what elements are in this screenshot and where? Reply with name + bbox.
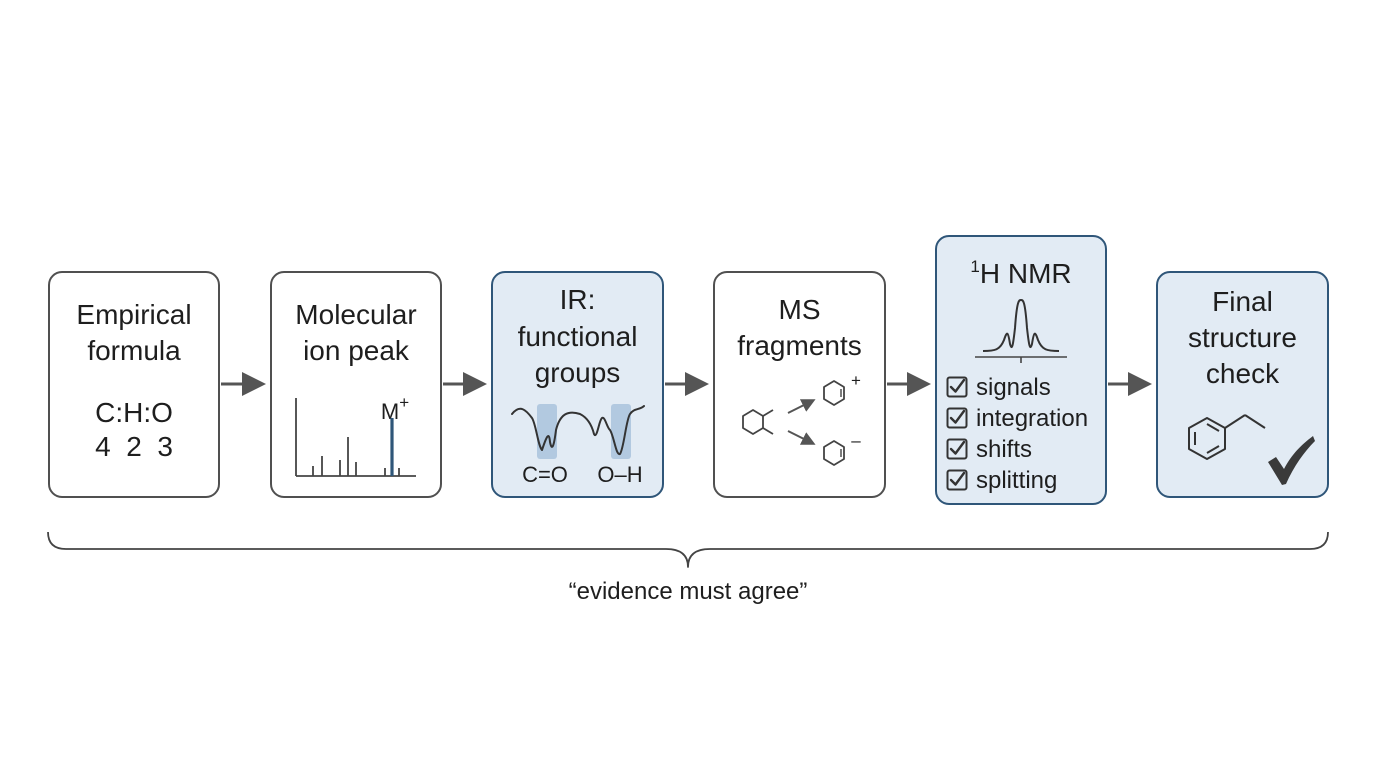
ir-band-label-co: C=O xyxy=(522,462,568,487)
fragment-anion-ring-icon xyxy=(823,440,845,466)
checkbox-checked-icon xyxy=(946,438,968,460)
step-box-empirical-formula xyxy=(48,271,220,498)
empirical-ratio-values: 4 2 3 xyxy=(95,431,173,462)
ms-title-line2: fragments xyxy=(737,330,862,361)
nmr-checklist-label: signals xyxy=(976,374,1051,401)
nmr-checklist-label: splitting xyxy=(976,467,1058,494)
step-box-final-structure-check xyxy=(1156,271,1329,498)
footer-caption: “evidence must agree” xyxy=(568,578,808,605)
ir-band-highlight-co xyxy=(537,404,557,459)
step-box-h-nmr xyxy=(935,235,1107,505)
empirical-title-line1: Empirical xyxy=(76,299,192,330)
nmr-checklist-label: shifts xyxy=(976,436,1033,463)
fragment-cation-ring-icon xyxy=(823,380,845,406)
molecular-title-line2: ion peak xyxy=(303,335,409,366)
nmr-spectrum-sketch xyxy=(975,299,1067,363)
checkbox-checked-icon xyxy=(946,376,968,398)
ir-title-line1: IR: xyxy=(559,284,596,315)
parent-molecule-ring-icon xyxy=(742,409,764,435)
nmr-checklist-label: integration xyxy=(976,405,1089,432)
empirical-title-line2: formula xyxy=(87,335,181,366)
empirical-ratio-label: C:H:O xyxy=(95,397,173,428)
checkbox-checked-icon xyxy=(946,469,968,491)
m-plus-label: M+ xyxy=(380,393,410,424)
curly-brace-icon xyxy=(47,531,1329,568)
final-title-line1: Final xyxy=(1212,286,1273,317)
checkbox-checked-icon xyxy=(946,407,968,429)
step-box-ir-functional-groups xyxy=(491,271,664,498)
check-mark-icon xyxy=(1268,436,1315,485)
molecular-title-line1: Molecular xyxy=(295,299,417,330)
ir-band-label-oh: O–H xyxy=(597,462,643,487)
nmr-title: 1H NMR xyxy=(970,257,1072,289)
ms-fragment-minus-charge: – xyxy=(851,431,861,450)
ms-fragments-sketch xyxy=(742,380,845,466)
ir-title-line3: groups xyxy=(534,357,621,388)
ms-fragment-plus-charge: + xyxy=(851,371,861,390)
step-box-molecular-ion-peak xyxy=(270,271,442,498)
ir-spectrum-sketch xyxy=(511,404,645,459)
ms-title-line1: MS xyxy=(778,294,821,325)
mass-spectrum-sketch xyxy=(295,398,416,477)
final-title-line2: structure xyxy=(1188,322,1297,353)
final-title-line3: check xyxy=(1205,358,1280,389)
benzene-ring-icon xyxy=(1188,414,1266,460)
step-box-ms-fragments xyxy=(713,271,886,498)
ir-title-line2: functional xyxy=(517,321,638,352)
